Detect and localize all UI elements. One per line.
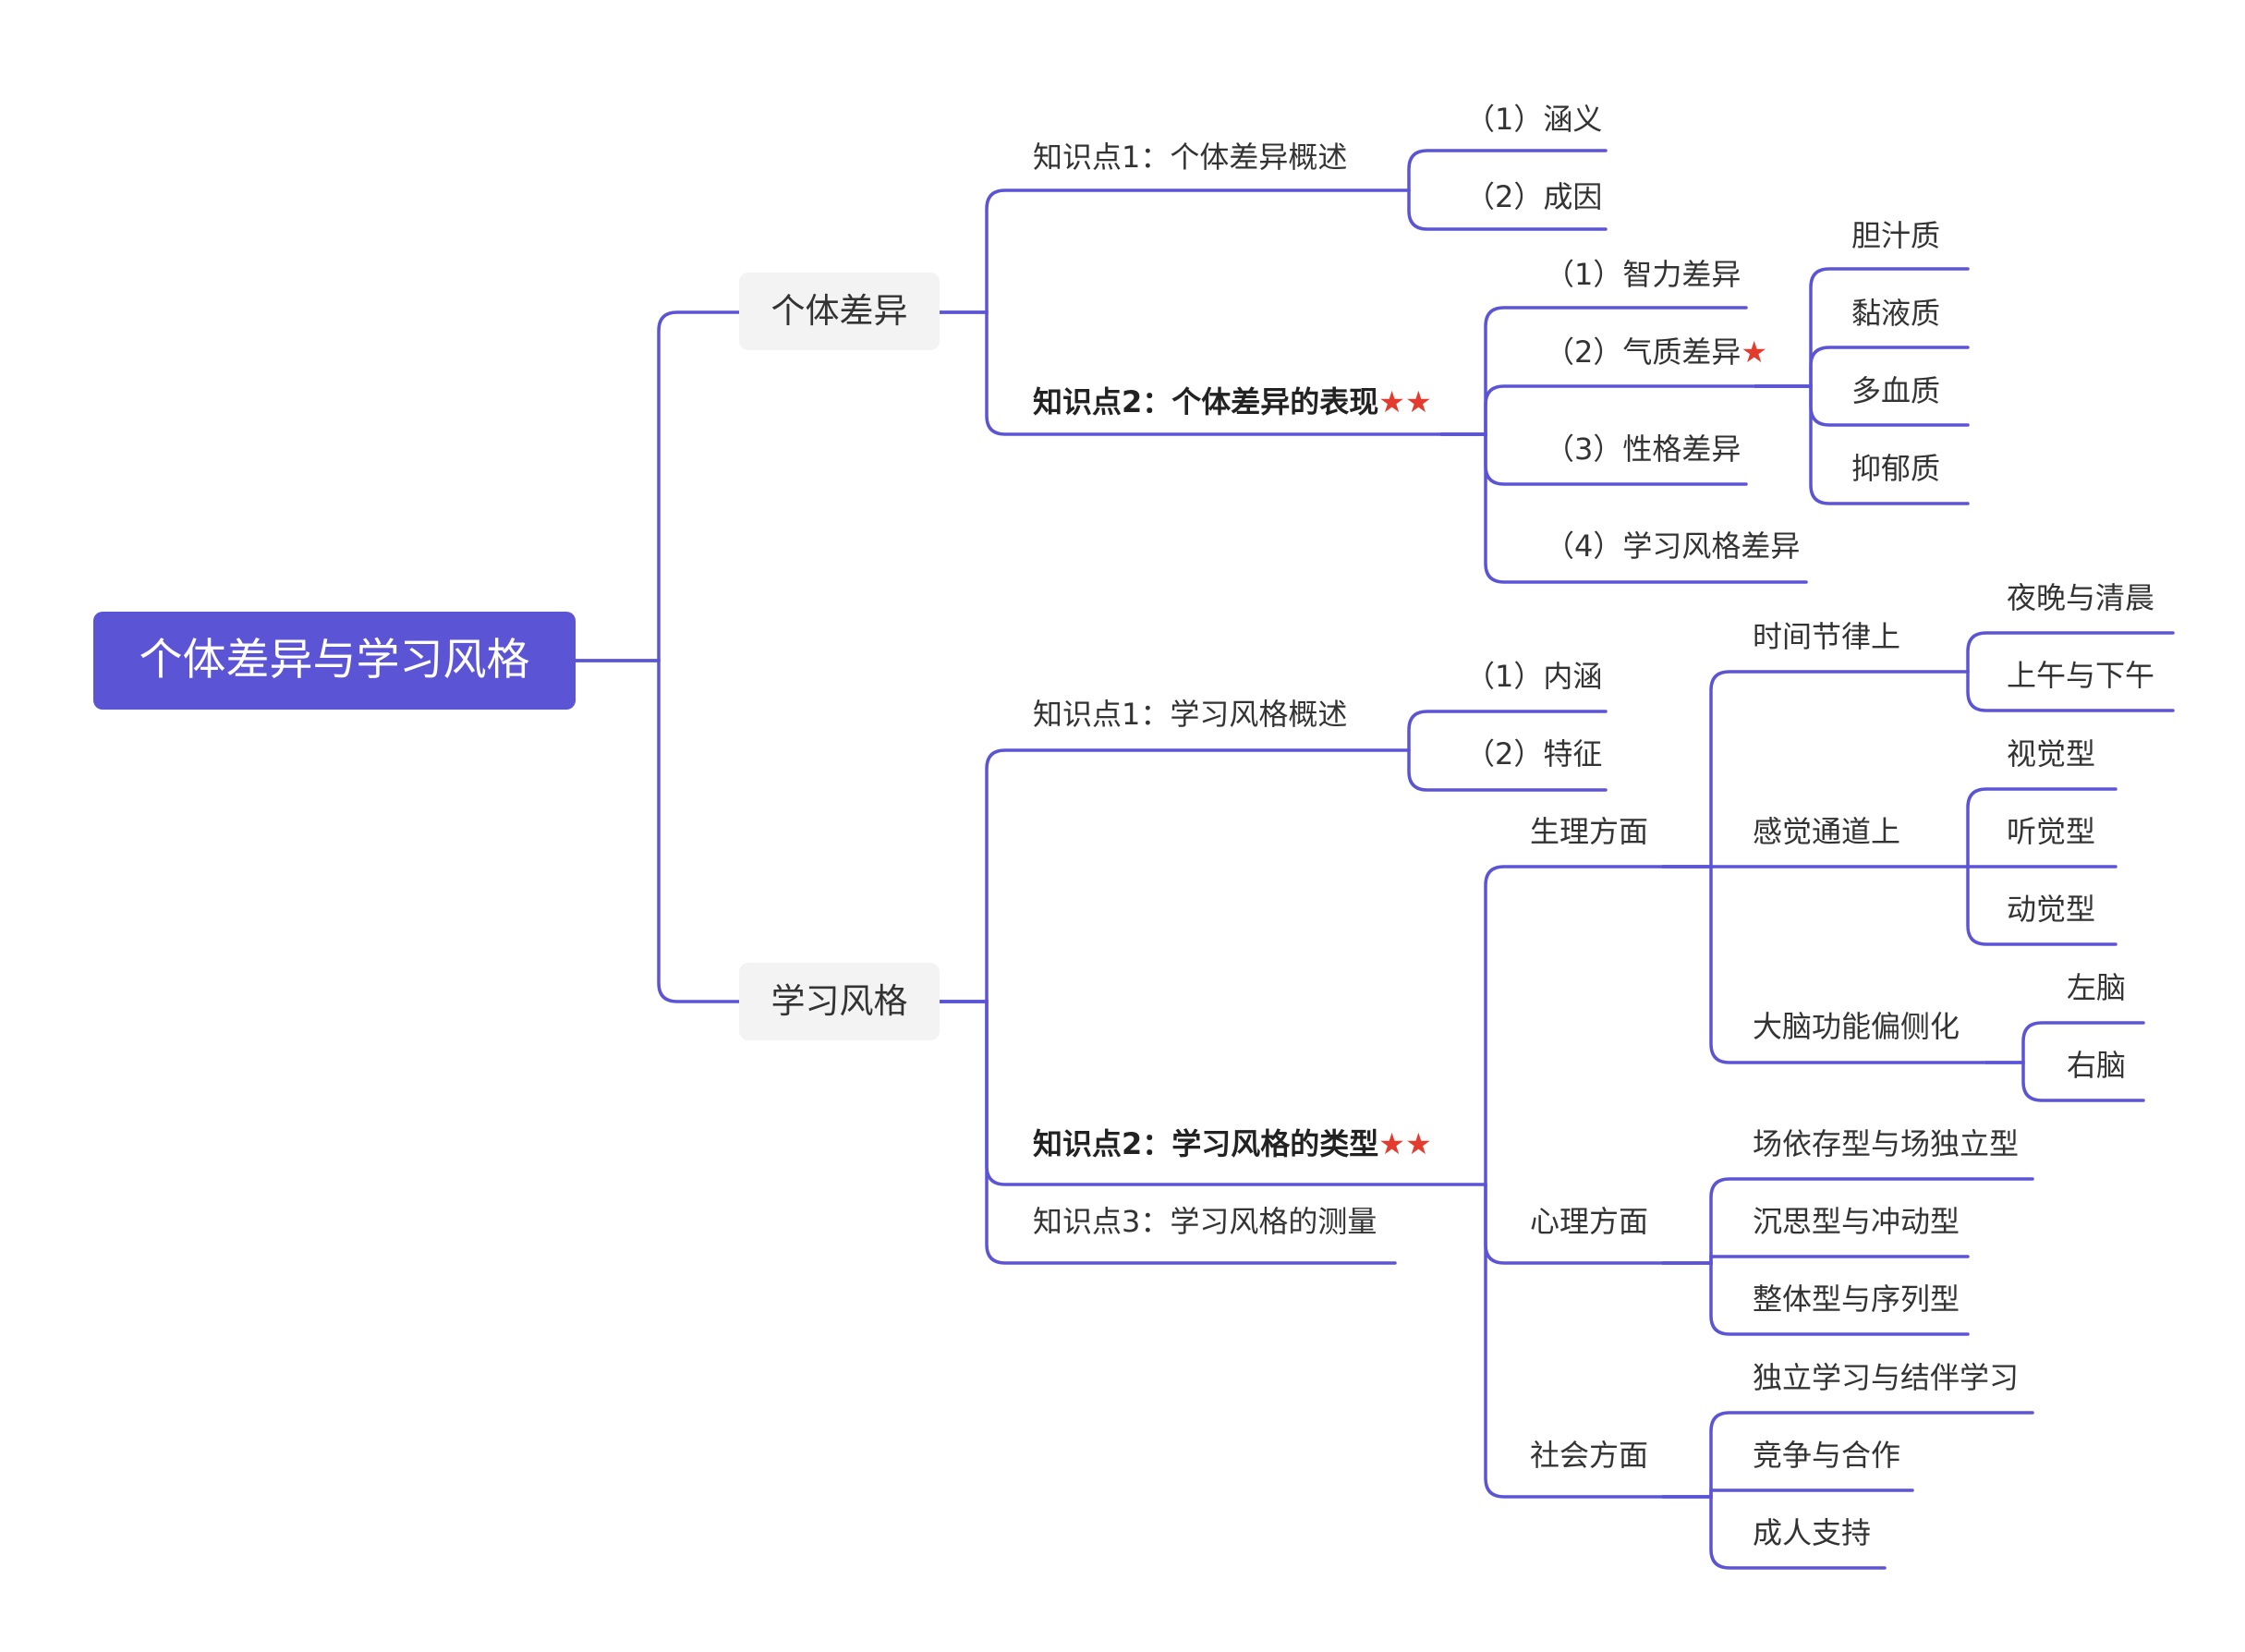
social-connector bbox=[1661, 1411, 2034, 1499]
individual-connector bbox=[938, 310, 1443, 436]
night-vs-morning[interactable]: 夜晚与清晨 bbox=[2007, 580, 2155, 615]
temperament-phlegmatic[interactable]: 黏液质 bbox=[1851, 296, 1941, 331]
temperament-sanguine[interactable]: 多血质 bbox=[1851, 373, 1941, 408]
left-brain[interactable]: 左脑 bbox=[2067, 970, 2127, 1005]
temperament-label: （2）气质差异 bbox=[1545, 334, 1741, 370]
time-connector bbox=[1966, 631, 2175, 674]
field-dependent-independent[interactable]: 场依存型与场独立型 bbox=[1753, 1126, 2020, 1161]
psychological-aspect[interactable]: 心理方面 bbox=[1530, 1204, 1649, 1239]
item-intelligence-difference[interactable]: （1）智力差异 bbox=[1545, 257, 1741, 292]
independent-vs-partner-learning[interactable]: 独立学习与结伴学习 bbox=[1753, 1360, 2020, 1395]
root-connector bbox=[574, 659, 741, 1003]
kp1-style-connector bbox=[1407, 710, 1608, 752]
style-connector bbox=[938, 748, 1411, 1003]
kp2-style-connector bbox=[1484, 1183, 1665, 1499]
temperament-connector bbox=[1754, 384, 1970, 505]
sense-connector bbox=[1966, 787, 2118, 869]
psych-connector bbox=[1661, 1177, 2034, 1265]
kp1-individual-connector bbox=[1407, 188, 1608, 231]
social-aspect[interactable]: 社会方面 bbox=[1530, 1438, 1649, 1473]
temperament-connector bbox=[1754, 267, 1970, 388]
social-connector bbox=[1661, 1495, 1887, 1570]
kp2-individual-connector bbox=[1439, 384, 1757, 436]
item-meaning[interactable]: （1）涵义 bbox=[1465, 102, 1603, 137]
time-connector bbox=[1966, 670, 2175, 712]
visual-type[interactable]: 视觉型 bbox=[2007, 736, 2096, 771]
physio-connector bbox=[1661, 865, 1988, 1064]
competition-and-cooperation[interactable]: 竞争与合作 bbox=[1753, 1438, 1901, 1473]
kp2-individual-connector bbox=[1439, 432, 1808, 584]
item-characteristics[interactable]: （2）特征 bbox=[1465, 736, 1603, 771]
temperament-melancholic[interactable]: 抑郁质 bbox=[1851, 451, 1941, 486]
kp1-style-connector bbox=[1407, 748, 1608, 792]
individual-connector bbox=[938, 188, 1411, 314]
forenoon-vs-afternoon[interactable]: 上午与下午 bbox=[2007, 658, 2155, 693]
importance-stars: ★★ bbox=[1378, 384, 1432, 419]
brain-connector bbox=[1984, 1021, 2145, 1064]
kp1-style-overview[interactable]: 知识点1：学习风格概述 bbox=[1033, 697, 1348, 732]
importance-stars: ★★ bbox=[1378, 1126, 1432, 1161]
importance-star: ★ bbox=[1741, 334, 1768, 370]
kp2-style-connector bbox=[1484, 865, 1665, 1186]
item-temperament-difference[interactable]: （2）气质差异★ bbox=[1545, 334, 1767, 370]
brain-connector bbox=[1984, 1061, 2145, 1102]
brain-lateralization[interactable]: 大脑功能偏侧化 bbox=[1753, 1009, 1960, 1044]
branch-individual-difference[interactable]: 个体差异 bbox=[739, 273, 940, 350]
kp1-individual-connector bbox=[1407, 149, 1608, 192]
branch-learning-style[interactable]: 学习风格 bbox=[739, 963, 940, 1040]
temperament-choleric[interactable]: 胆汁质 bbox=[1851, 218, 1941, 253]
item-learning-style-difference[interactable]: （4）学习风格差异 bbox=[1545, 528, 1801, 564]
kp2-style-types[interactable]: 知识点2：学习风格的类型★★ bbox=[1033, 1125, 1432, 1162]
kp1-individual-overview[interactable]: 知识点1：个体差异概述 bbox=[1033, 140, 1348, 175]
item-causes[interactable]: （2）成因 bbox=[1465, 179, 1603, 214]
kp2-individual-label: 知识点2：个体差异的表现 bbox=[1033, 384, 1379, 419]
sensory-channel[interactable]: 感觉通道上 bbox=[1753, 814, 1901, 849]
kinesthetic-type[interactable]: 动觉型 bbox=[2007, 892, 2096, 927]
item-personality-difference[interactable]: （3）性格差异 bbox=[1545, 431, 1741, 467]
psych-connector bbox=[1661, 1261, 1970, 1336]
adult-support[interactable]: 成人支持 bbox=[1753, 1515, 1872, 1550]
temperament-connector bbox=[1754, 346, 1970, 388]
item-connotation[interactable]: （1）内涵 bbox=[1465, 659, 1603, 694]
right-brain[interactable]: 右脑 bbox=[2067, 1048, 2127, 1083]
style-connector bbox=[938, 1000, 1397, 1265]
holistic-serial[interactable]: 整体型与序列型 bbox=[1753, 1282, 1960, 1317]
physio-connector bbox=[1661, 670, 1970, 869]
kp2-style-label: 知识点2：学习风格的类型 bbox=[1033, 1126, 1379, 1161]
kp2-individual-connector bbox=[1439, 306, 1748, 436]
sense-connector bbox=[1966, 865, 2118, 946]
root-connector bbox=[574, 310, 741, 662]
kp2-individual-manifestation[interactable]: 知识点2：个体差异的表现★★ bbox=[1033, 383, 1432, 420]
physiological-aspect[interactable]: 生理方面 bbox=[1530, 814, 1649, 849]
root-node[interactable]: 个体差异与学习风格 bbox=[93, 612, 576, 710]
auditory-type[interactable]: 听觉型 bbox=[2007, 814, 2096, 849]
time-rhythm[interactable]: 时间节律上 bbox=[1753, 619, 1901, 654]
kp3-style-measurement[interactable]: 知识点3：学习风格的测量 bbox=[1033, 1204, 1377, 1239]
reflective-impulsive[interactable]: 沉思型与冲动型 bbox=[1753, 1204, 1960, 1239]
